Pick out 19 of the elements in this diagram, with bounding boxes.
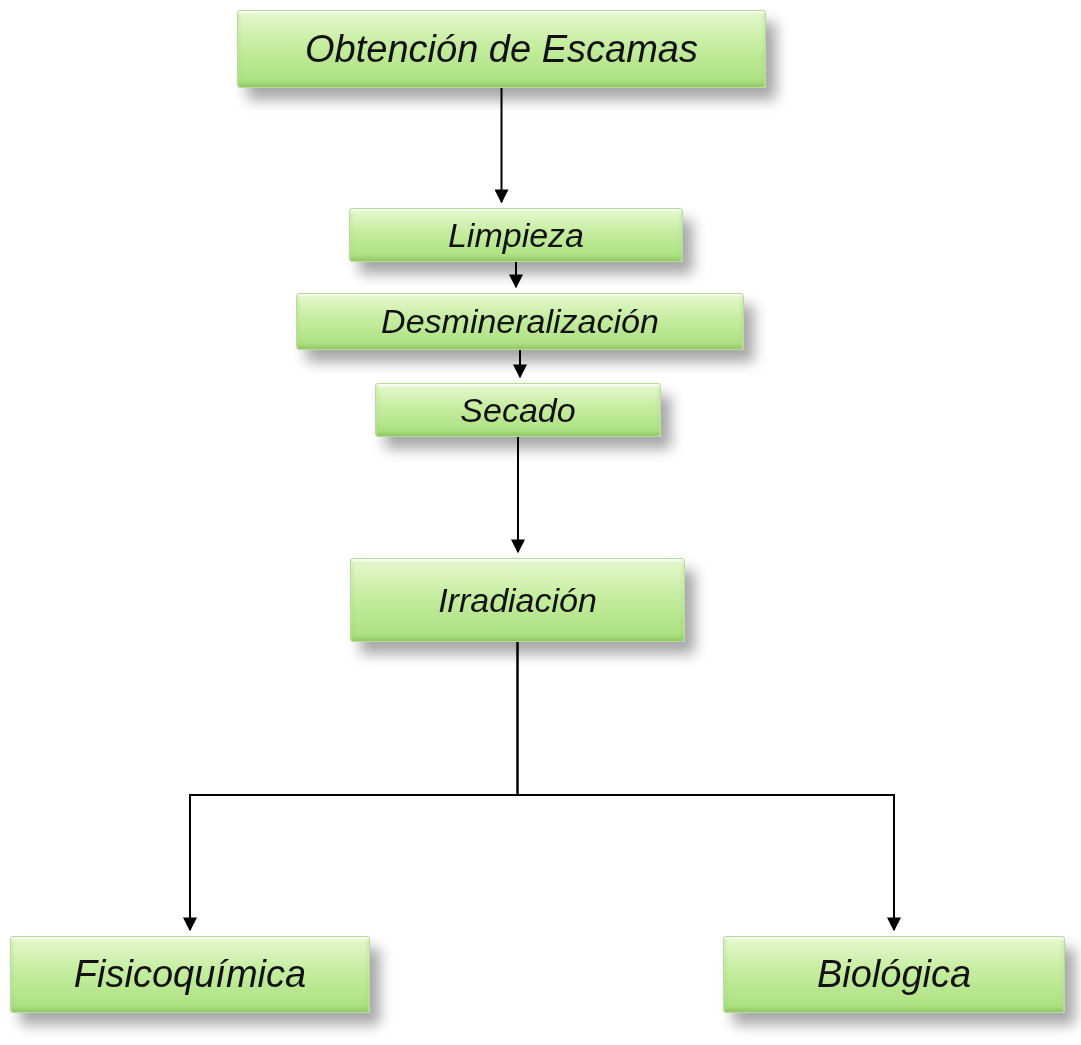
arrow [513, 349, 527, 379]
process-box [350, 558, 685, 642]
box-label: Obtención de Escamas [305, 27, 698, 71]
process-box [375, 383, 661, 437]
process-box [10, 936, 370, 1013]
process-box [296, 293, 744, 350]
box-label: Secado [460, 390, 576, 430]
process-box [723, 936, 1065, 1013]
box-label: Biológica [816, 953, 972, 996]
box-label: Desmineralización [381, 302, 659, 341]
process-box [349, 208, 683, 262]
arrow [516, 641, 901, 932]
arrow [494, 87, 509, 204]
box-label: Limpieza [447, 215, 585, 255]
process-box [237, 10, 766, 88]
arrow [511, 436, 525, 554]
arrow [509, 261, 523, 289]
box-label: Fisicoquímica [73, 953, 307, 996]
box-label: Irradiación [438, 580, 597, 620]
